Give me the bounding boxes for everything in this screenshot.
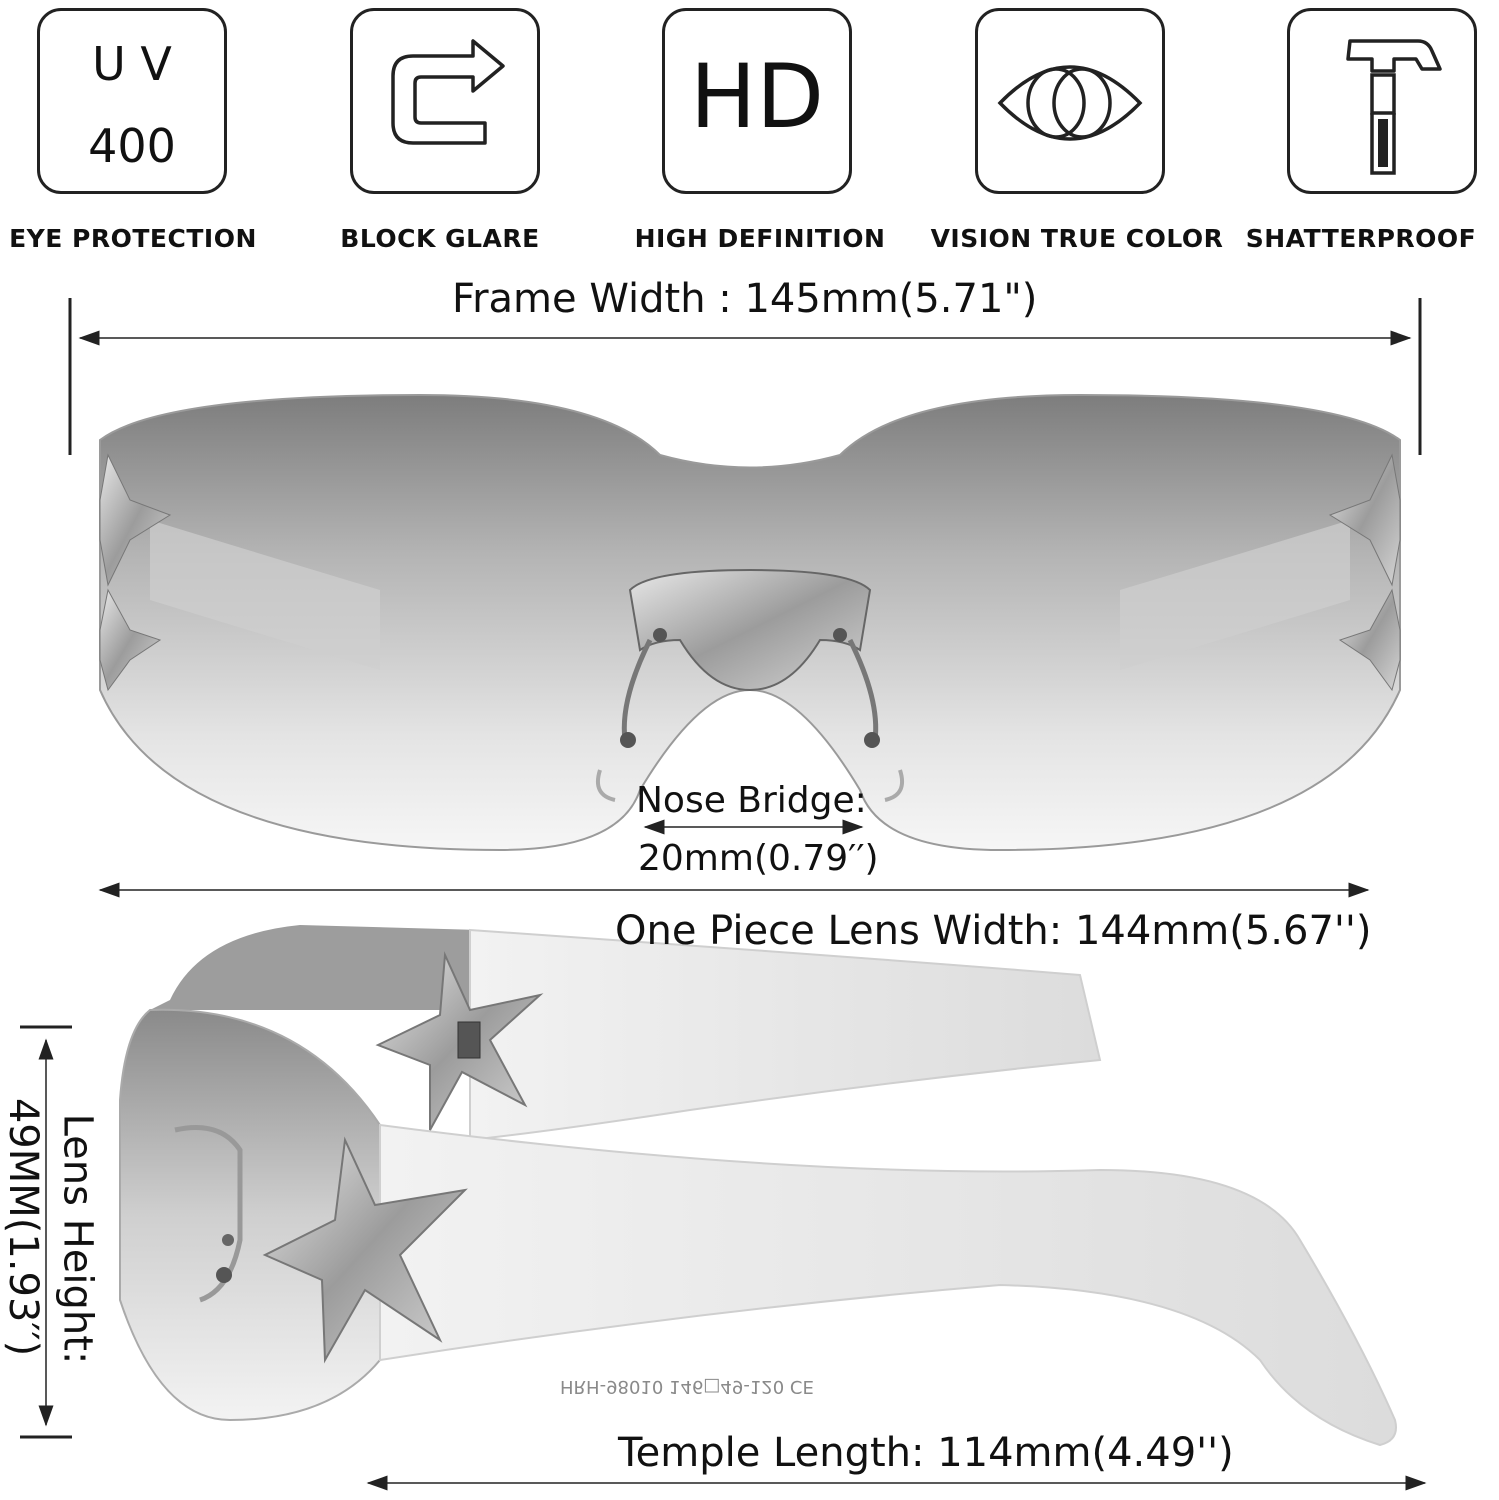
frame-width-label: Frame Width : 145mm(5.71") <box>452 276 1038 322</box>
lens-height-value: 49MM(1.93′′) <box>0 1097 47 1357</box>
feature-caption: HIGH DEFINITION <box>634 224 886 253</box>
eye-icon <box>975 8 1165 194</box>
uv400-badge-icon: U V 400 <box>37 8 227 194</box>
feature-caption: EYE PROTECTION <box>9 224 257 253</box>
uv-badge-line2: 400 <box>88 119 176 173</box>
lens-width-label: One Piece Lens Width: 144mm(5.67'') <box>615 908 1372 954</box>
nose-bridge-label: Nose Bridge: <box>636 780 867 821</box>
lens-height-dimension <box>20 1025 72 1439</box>
feature-caption: BLOCK GLARE <box>340 224 540 253</box>
lens-height-label: Lens Height: <box>54 1113 101 1365</box>
hd-badge-icon: HD <box>662 8 852 194</box>
feature-caption: SHATTERPROOF <box>1245 224 1477 253</box>
temple-imprint: HRH-98010 146□49-120 CE <box>560 1376 814 1397</box>
uv-badge-line1: U V <box>92 37 172 91</box>
hammer-icon <box>1287 8 1477 194</box>
nose-bridge-value: 20mm(0.79′′) <box>638 838 879 879</box>
feature-caption: VISION TRUE COLOR <box>930 224 1224 253</box>
frame-width-dimension <box>68 298 1422 455</box>
front-view-glasses <box>99 393 1401 852</box>
u-turn-arrow-icon <box>350 8 540 194</box>
temple-length-label: Temple Length: 114mm(4.49'') <box>618 1430 1234 1476</box>
hd-badge-text: HD <box>690 45 824 148</box>
side-view-glasses <box>119 925 1397 1447</box>
